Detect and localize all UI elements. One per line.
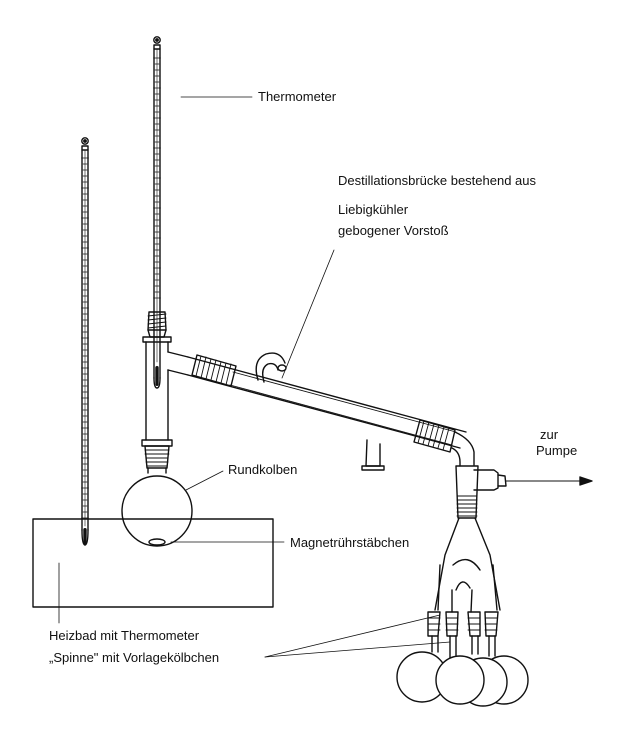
spider-adapter [427, 517, 501, 637]
pump-label-line-2: Pumpe [536, 443, 578, 458]
spider-label: „Spinne" mit Vorlagekölbchen [49, 650, 220, 665]
liebig-condenser [187, 352, 467, 471]
stir-bar-label: Magnetrührstäbchen [290, 535, 410, 550]
adapter-label: gebogener Vorstoß [338, 223, 449, 238]
bridge-title-label: Destillationsbrücke bestehend aus [338, 173, 537, 188]
bath-thermometer [81, 137, 89, 546]
heating-bath [32, 518, 274, 608]
distillation-head [141, 336, 189, 447]
flask-label: Rundkolben [228, 462, 298, 477]
leader-lines [58, 96, 451, 658]
round-flask [121, 467, 193, 547]
flask-joint [144, 445, 170, 469]
condenser-label: Liebigkühler [338, 202, 409, 217]
receiver-flasks [396, 635, 529, 707]
stir-bar [148, 538, 166, 546]
bent-adapter [451, 431, 507, 519]
heating-bath-label: Heizbad mit Thermometer [49, 628, 200, 643]
pump-arrow [505, 476, 593, 486]
thermometer-label: Thermometer [258, 89, 337, 104]
pump-label-line-1: zur [540, 427, 559, 442]
main-thermometer [153, 36, 161, 389]
